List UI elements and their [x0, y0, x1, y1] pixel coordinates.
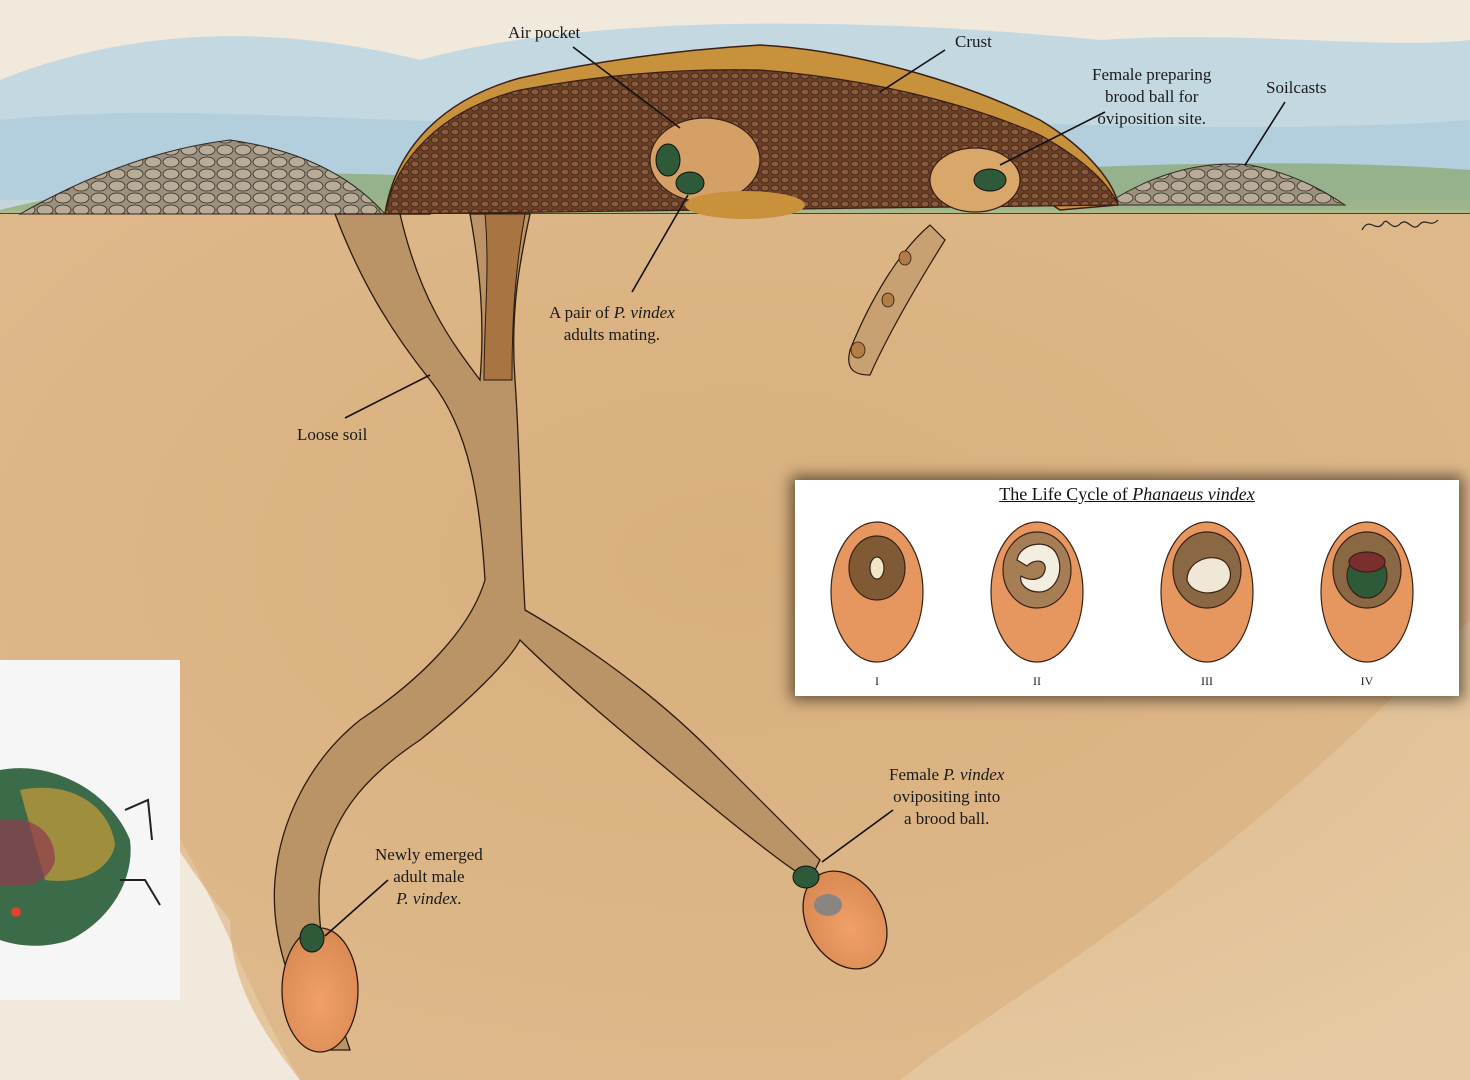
- label-air-pocket: Air pocket: [508, 22, 580, 44]
- label-female-preparing: Female preparing brood ball for oviposit…: [1092, 64, 1211, 130]
- artist-signature: [1360, 210, 1440, 240]
- label-female-ovipositing: Female P. vindex ovipositing into a broo…: [889, 764, 1004, 830]
- life-cycle-inset: The Life Cycle of Phanaeus vindex: [795, 480, 1459, 696]
- life-cycle-stages: [795, 480, 1459, 696]
- stage-label-1: I: [857, 674, 897, 689]
- label-crust: Crust: [955, 31, 992, 53]
- label-pair-mating: A pair of P. vindex adults mating.: [549, 302, 675, 346]
- stage-label-2: II: [1017, 674, 1057, 689]
- egg-icon: [870, 557, 884, 579]
- label-soilcasts: Soilcasts: [1266, 77, 1326, 99]
- stage-label-3: III: [1187, 674, 1227, 689]
- label-newly-emerged: Newly emerged adult male P. vindex.: [375, 844, 483, 910]
- stage-label-4: IV: [1347, 674, 1387, 689]
- label-loose-soil: Loose soil: [297, 424, 367, 446]
- beetle-photo: [0, 660, 180, 1000]
